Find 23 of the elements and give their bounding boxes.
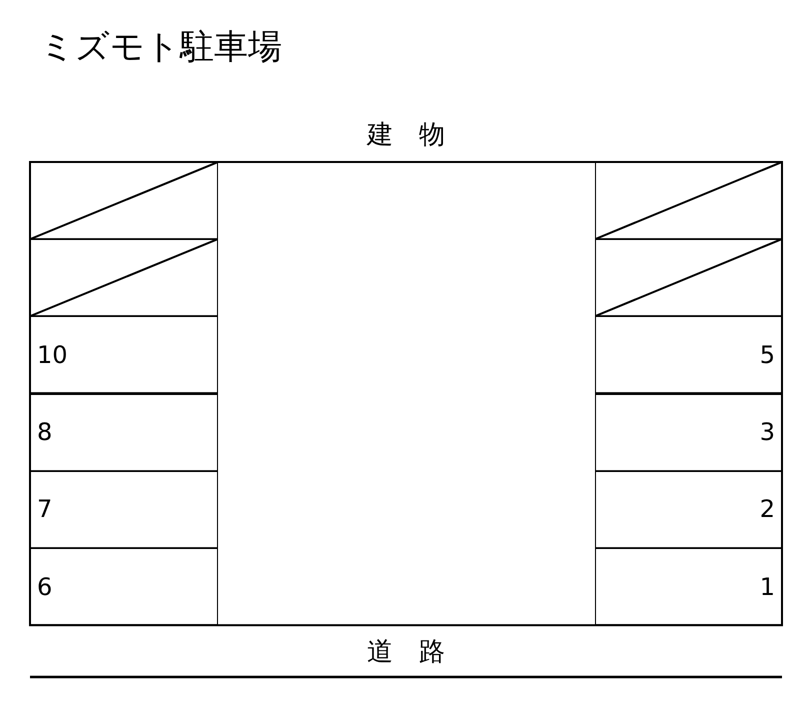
unavailable-parking-space [595,162,782,240]
area-label: 建 物 [367,120,445,152]
space-number: 3 [760,420,775,444]
parking-space [30,548,218,626]
unavailable-parking-space [595,239,782,316]
space-number: 10 [37,342,68,367]
parking-space [30,394,218,471]
parking-space [595,548,782,626]
space-number: 7 [37,497,52,522]
space-number: 8 [37,420,52,444]
space-number: 6 [37,574,52,599]
unavailable-parking-space [30,162,218,240]
space-number: 2 [760,497,775,522]
parking-space [595,394,782,471]
parking-space [30,470,218,548]
space-number: 1 [760,574,775,599]
area-label: 道 路 [367,637,445,668]
parking-space [595,470,782,548]
parking-space [30,316,218,394]
title: ミズモト駐車場 [40,26,282,69]
parking-space [595,316,782,394]
space-number: 5 [760,342,775,367]
unavailable-parking-space [30,239,218,316]
